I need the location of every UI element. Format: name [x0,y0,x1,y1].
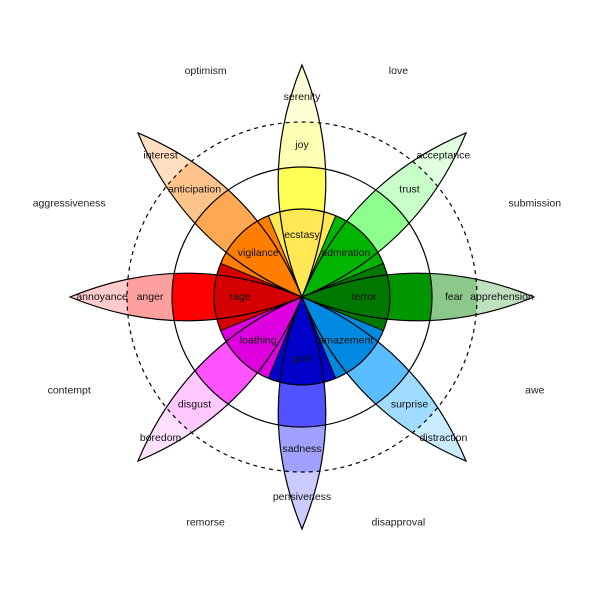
inner-ring [213,208,391,386]
emotion-label: apprehension [470,291,534,303]
sector-divider [301,296,337,379]
emotion-label: grief [292,353,313,365]
dyad-label: love [389,65,408,77]
emotion-label: disgust [178,398,211,410]
emotion-label: pensiveness [273,491,331,503]
sector-divider [267,296,303,379]
dyad-label: aggressiveness [33,197,106,209]
dyad-label: submission [509,197,562,209]
petal-outline-fear [300,272,536,322]
core-sector-fear [302,263,391,331]
dyad-label: remorse [186,517,225,529]
core-sector-trust [302,215,384,297]
label-layer: serenity joy ecstasy acceptance trust admirat… [33,65,561,529]
emotion-label: terror [351,291,377,303]
sector-divider [301,296,384,332]
petal-outline-anticipation [136,131,304,299]
sector-divider [301,262,384,298]
emotion-label: ecstasy [284,229,320,241]
core-sector-anticipation [220,215,302,297]
emotion-label: boredom [140,432,182,444]
emotion-label: fear [445,291,464,303]
petal-outline-trust [300,131,468,299]
petal-outline-surprise [300,295,468,463]
emotion-label: surprise [391,398,429,410]
petal-layer [68,63,536,531]
core-sector-joy [268,208,336,297]
middle-ring [171,166,433,428]
dyad-label: optimism [185,65,227,77]
emotion-label: amazement [318,335,373,347]
sector-divider [220,296,303,332]
emotion-label: interest [143,149,178,161]
dashed-dyad-ring [126,121,478,473]
emotion-label: anger [137,291,164,303]
emotion-label: vigilance [238,247,279,259]
emotion-label: sadness [282,443,321,455]
emotion-label: distraction [419,432,467,444]
sector-divider [301,215,337,298]
petal-outline-disgust [136,295,304,463]
emotion-label: admiration [321,247,370,259]
sector-divider [267,215,303,298]
dyad-label: disapproval [372,517,426,529]
emotion-label: serenity [284,91,322,103]
emotion-label: acceptance [417,149,471,161]
sector-divider [220,262,303,298]
core-sector-sadness [268,297,336,386]
emotion-label: rage [229,291,250,303]
emotion-label: trust [399,183,420,195]
emotion-label: anticipation [168,183,221,195]
emotion-label: annoyance [76,291,128,303]
dyad-label: contempt [48,384,91,396]
petal-outline-sadness [277,295,327,531]
petal-outline-joy [277,63,327,299]
emotion-label: joy [294,139,309,151]
emotion-label: loathing [240,335,277,347]
core-sector-surprise [302,297,384,379]
core-sector-anger [213,263,302,331]
core-sector-disgust [220,297,302,379]
petal-outline-anger [68,272,304,322]
dyad-label: awe [525,384,544,396]
